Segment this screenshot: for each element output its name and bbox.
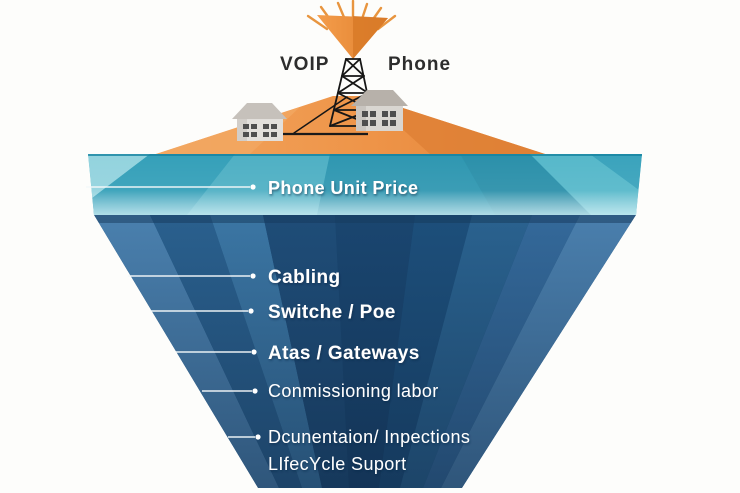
leader-line-atas-gateways [176, 349, 257, 355]
voip-label: VOIP [280, 54, 329, 75]
hidden-cost-label-cabling: Cabling [268, 267, 340, 288]
hidden-cost-label-documentation-inspections: Dcunentaion/ Inpections [268, 427, 470, 447]
island-hill [156, 96, 545, 154]
hidden-cost-label-switche-poe: Switche / Poe [268, 302, 396, 323]
leader-line-cabling [128, 273, 256, 279]
house-left-icon [232, 103, 287, 141]
house-right-icon [351, 90, 408, 131]
hidden-cost-label-commissioning-labor: Conmissioning labor [268, 381, 439, 401]
leader-line-switche-poe [150, 308, 254, 314]
leader-lines [86, 184, 261, 440]
hidden-cost-label-atas-gateways: Atas / Gateways [268, 343, 420, 364]
hidden-cost-label-lifecycle-support: LIfecYcle Suport [268, 454, 406, 474]
iceberg-underwater [94, 215, 636, 488]
water-surface-band [88, 154, 642, 215]
surface-cost-label: Phone Unit Price [268, 178, 418, 198]
leader-line-documentation-inspections [228, 434, 261, 440]
leader-line-phone-unit-price [86, 184, 256, 190]
phone-label: Phone [388, 54, 451, 75]
signal-cone-icon [317, 15, 388, 59]
leader-line-commissioning-labor [202, 388, 258, 394]
